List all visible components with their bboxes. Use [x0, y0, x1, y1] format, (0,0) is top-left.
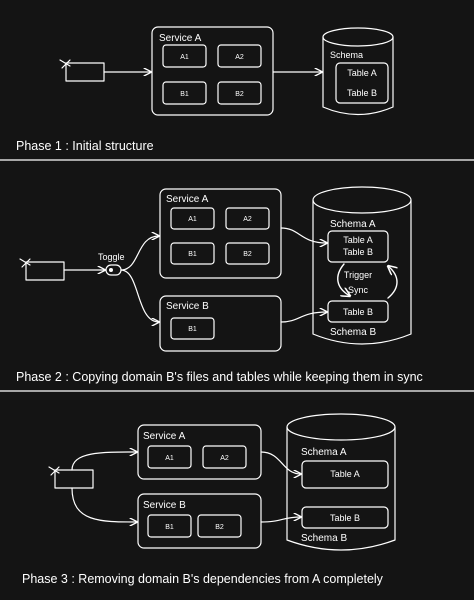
module-label: B1 [188, 326, 197, 333]
module-label: B2 [215, 524, 224, 531]
service-b-title: Service B [166, 301, 209, 312]
sync-arrow [337, 263, 350, 296]
module-box [225, 207, 270, 230]
arrow-service-a-to-schema-a [280, 227, 327, 243]
service-b-box [137, 493, 262, 549]
schema-a-tables-box [327, 230, 389, 263]
table-label: Table B [343, 307, 373, 317]
schema-title: Schema [330, 50, 363, 60]
arrow-toggle-to-service-a [120, 236, 159, 271]
phase-2-caption: Phase 2 : Copying domain B's files and t… [16, 370, 423, 384]
module-label: A1 [165, 455, 174, 462]
phase-3-caption: Phase 3 : Removing domain B's dependenci… [22, 572, 384, 586]
table-label: Table A [343, 235, 373, 245]
module-box [170, 242, 215, 265]
service-a-title: Service A [159, 33, 202, 44]
module-label: A1 [180, 54, 189, 61]
module-label: B2 [235, 91, 244, 98]
phase-1-caption: Phase 1 : Initial structure [16, 139, 154, 153]
module-box [162, 81, 207, 105]
table-label: Table B [343, 247, 373, 257]
database-cylinder [286, 413, 396, 551]
module-label: B1 [180, 91, 189, 98]
toggle-label: Toggle [98, 252, 125, 262]
client-node [59, 59, 105, 82]
service-b-title: Service B [143, 500, 186, 511]
schema-b-title: Schema B [301, 533, 347, 544]
module-label: B1 [188, 251, 197, 258]
module-box [162, 44, 207, 68]
module-label: A2 [235, 54, 244, 61]
module-label: A1 [188, 216, 197, 223]
schema-b-table-box [327, 300, 389, 323]
tables-box [335, 62, 389, 104]
sync-arrow [388, 266, 397, 299]
module-label: B1 [165, 524, 174, 531]
service-b-box [159, 295, 282, 352]
schema-a-title: Schema A [301, 447, 347, 458]
module-box [217, 44, 262, 68]
arrow-service-b-to-schema-b [280, 312, 327, 323]
table-label: Table B [330, 513, 360, 523]
table-label: Table A [330, 469, 360, 479]
client-node [48, 466, 94, 489]
service-a-box [159, 188, 282, 279]
database-cylinder [312, 186, 412, 345]
schema-b-table-box [301, 506, 389, 529]
arrow-toggle-to-service-b [120, 269, 159, 322]
table-label: Table A [347, 68, 377, 78]
toggle-icon [105, 264, 122, 276]
module-box [147, 445, 192, 469]
arrow-service-b-to-schema-b [260, 517, 301, 523]
module-box [170, 207, 215, 230]
schema-a-table-box [301, 460, 389, 489]
arrow-client-to-service-a [71, 452, 137, 471]
service-a-title: Service A [143, 431, 186, 442]
module-box [197, 514, 242, 538]
module-box [217, 81, 262, 105]
arrow-client-to-service-b [71, 487, 137, 522]
trigger-sync-label: Sync [348, 285, 369, 295]
trigger-sync-label: Trigger [344, 270, 372, 280]
module-label: B2 [243, 251, 252, 258]
phase-1: Service A A1 A2 B1 B2 Schema Table A Tab… [16, 26, 394, 153]
phase-2: Toggle Service A A1 A2 B1 B2 Service B B… [16, 186, 423, 384]
table-label: Table B [347, 88, 377, 98]
arrow-service-a-to-schema-a [260, 451, 301, 474]
service-a-box [151, 26, 274, 116]
module-box [202, 445, 247, 469]
service-a-title: Service A [166, 194, 209, 205]
module-box [225, 242, 270, 265]
module-label: A2 [220, 455, 229, 462]
phase-3: Service A A1 A2 Service B B1 B2 Schema A… [22, 413, 396, 586]
schema-cylinder [322, 27, 394, 116]
module-box [170, 317, 215, 340]
module-label: A2 [243, 216, 252, 223]
schema-b-title: Schema B [330, 327, 376, 338]
schema-a-title: Schema A [330, 219, 376, 230]
module-box [147, 514, 192, 538]
client-node [19, 258, 65, 281]
